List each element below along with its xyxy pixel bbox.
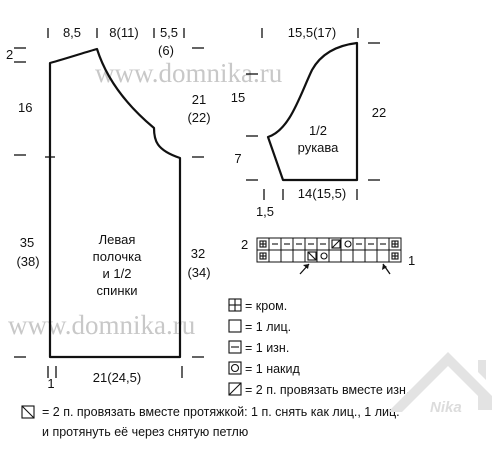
front-lower-height-b: (38) (16, 254, 39, 269)
legend-knit: = 1 лиц. (245, 320, 291, 334)
sleeve-right-height: 22 (372, 105, 386, 120)
legend-purl: = 1 изн. (245, 341, 289, 355)
front-label-1: Левая (99, 232, 136, 247)
sleeve-label-1: 1/2 (309, 123, 327, 138)
legend-k2tog-purl: = 2 п. провязать вместе изн. (245, 383, 409, 397)
legend-edge-icon (228, 298, 242, 312)
front-outline (48, 47, 182, 359)
sleeve-top-width: 15,5(17) (288, 25, 336, 40)
sleeve-piece (266, 41, 359, 182)
stitch-chart (256, 237, 402, 275)
chart-row-label-2: 2 (241, 237, 248, 252)
front-top-width-3: 5,5 (160, 25, 178, 40)
front-bottom-small: 1 (47, 376, 54, 391)
watermark-top: www.domnika.ru (95, 58, 283, 88)
nika-logo: Nika (388, 352, 492, 416)
legend-ssk-line1: = 2 п. провязать вместе протяжкой: 1 п. … (42, 405, 400, 419)
sleeve-bottom-width: 14(15,5) (298, 186, 346, 201)
sleeve-label-2: рукава (298, 140, 340, 155)
front-lower-height: 35 (20, 235, 34, 250)
legend-purl-icon (228, 340, 242, 354)
legend: = кром. = 1 лиц. = 1 изн. = 1 накид = 2 … (21, 298, 409, 439)
sleeve-left-upper: 15 (231, 90, 245, 105)
legend-edge: = кром. (245, 299, 287, 313)
watermark-bottom: www.domnika.ru (8, 310, 196, 340)
front-piece (45, 47, 182, 359)
legend-yo: = 1 накид (245, 362, 301, 376)
sleeve-outline (266, 41, 359, 182)
front-label-4: спинки (97, 283, 138, 298)
front-right-height-b: (22) (187, 110, 210, 125)
legend-k2tog-purl-icon (228, 382, 242, 396)
sleeve-bottom-small: 1,5 (256, 204, 274, 219)
chart-row-label-1: 1 (408, 253, 415, 268)
sleeve-ticks (246, 28, 380, 200)
legend-knit-icon (228, 319, 242, 333)
front-shoulder-drop: 2 (6, 47, 13, 62)
front-bottom-width: 21(24,5) (93, 370, 141, 385)
front-right-lower: 32 (191, 246, 205, 261)
front-top-width-1: 8,5 (63, 25, 81, 40)
front-label-2: полочка (93, 249, 142, 264)
legend-ssk-icon (21, 405, 35, 419)
front-armhole-depth: 16 (18, 100, 32, 115)
front-right-lower-b: (34) (187, 265, 210, 280)
front-top-width-3b: (6) (158, 43, 174, 58)
front-top-width-2: 8(11) (109, 25, 138, 40)
legend-ssk-line2: и протянуть её через снятую петлю (42, 425, 248, 439)
front-right-height: 21 (192, 92, 206, 107)
sleeve-left-lower: 7 (234, 151, 241, 166)
front-ticks (14, 28, 204, 378)
legend-yo-icon (228, 361, 242, 375)
nika-logo-text: Nika (430, 399, 462, 416)
front-label-3: и 1/2 (103, 266, 132, 281)
